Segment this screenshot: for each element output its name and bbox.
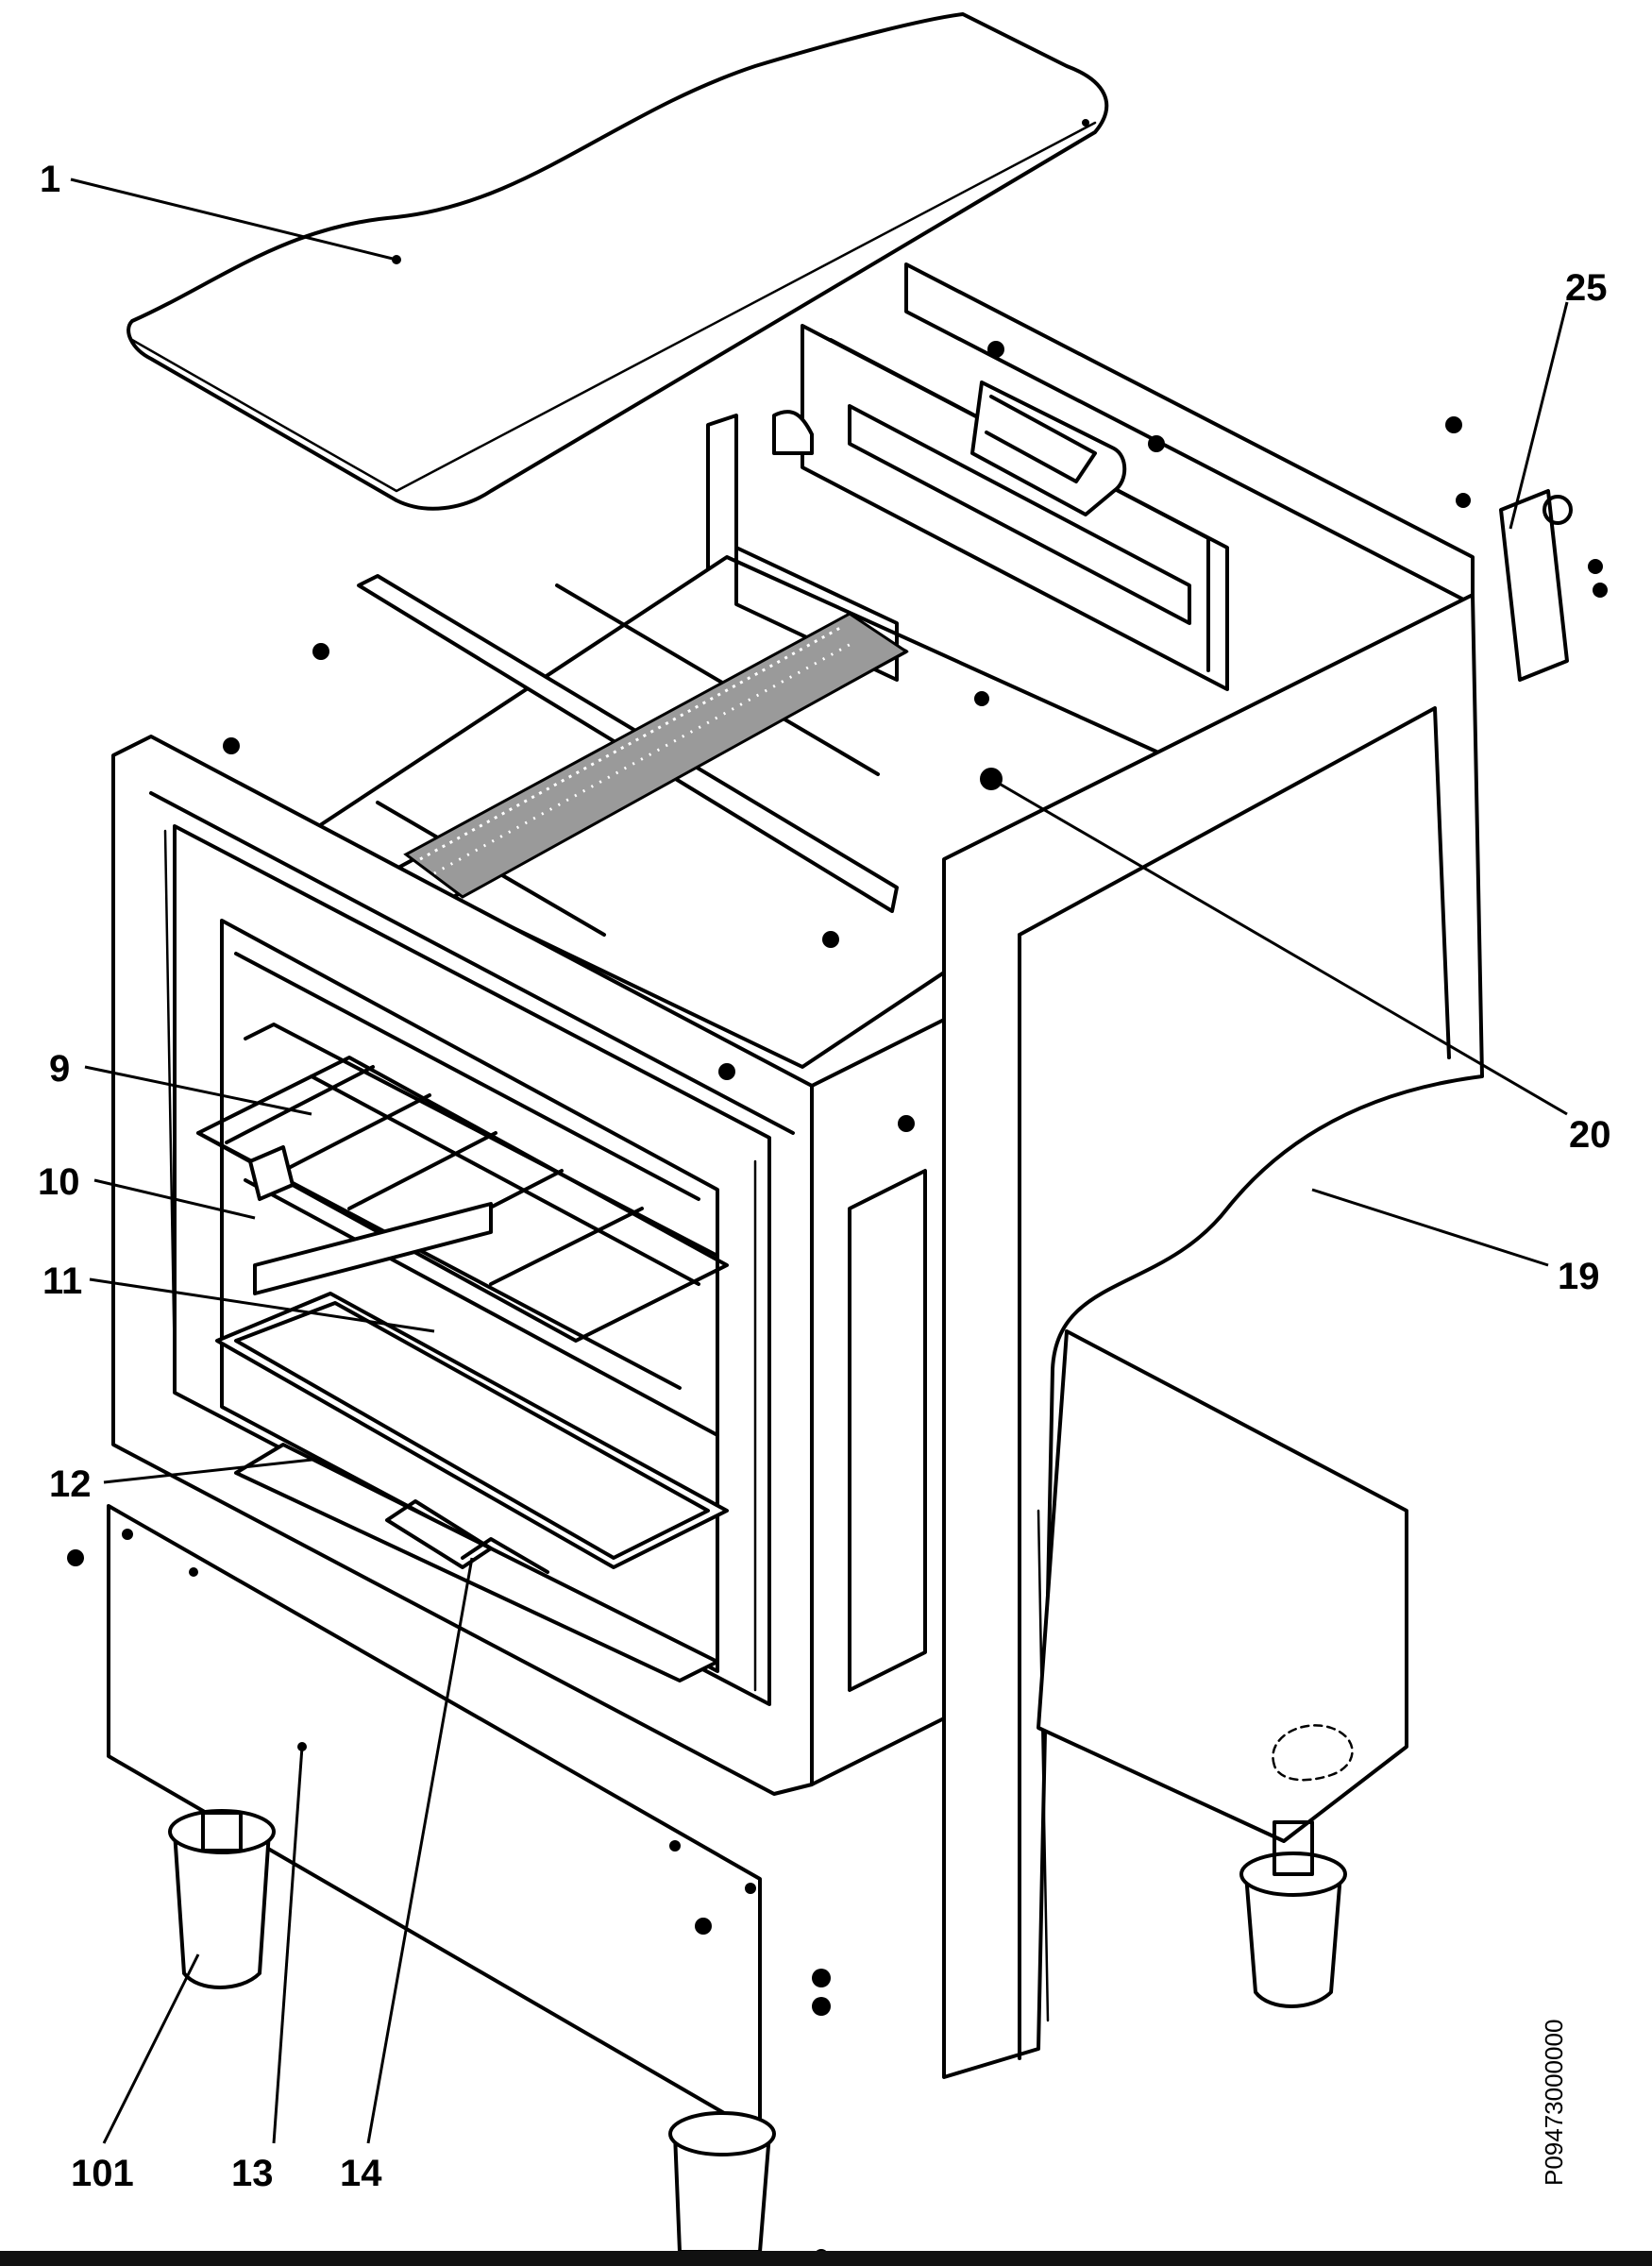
adjustable-feet [168, 1809, 1347, 2254]
part-labels: 1 25 9 10 11 12 20 19 101 13 14 [38, 159, 1611, 2194]
screws [67, 341, 1471, 2264]
rear-frame-posts [706, 410, 814, 578]
part-label-14: 14 [340, 2153, 382, 2194]
oven-right-wall [810, 1018, 946, 1786]
part-label-1: 1 [40, 159, 60, 200]
top-lid [126, 12, 1109, 511]
shelf-support [248, 1145, 493, 1295]
part-label-13: 13 [231, 2153, 274, 2194]
part-label-25: 25 [1565, 267, 1608, 309]
part-label-10: 10 [38, 1161, 80, 1203]
bottom-element [234, 1443, 719, 1683]
part-label-9: 9 [49, 1048, 70, 1090]
bottom-border [0, 2251, 1652, 2266]
part-label-101: 101 [71, 2153, 134, 2194]
rear-panel [801, 262, 1475, 691]
part-label-19: 19 [1558, 1256, 1600, 1297]
part-label-11: 11 [42, 1260, 82, 1302]
hinge-bracket [1499, 489, 1608, 682]
insulation-strip [403, 612, 909, 899]
part-label-20: 20 [1569, 1114, 1611, 1156]
side-panel [942, 593, 1484, 2079]
leader-lines [70, 178, 1569, 2144]
drawing-reference-code: P09473000000 [1540, 2020, 1568, 2186]
part-label-12: 12 [49, 1463, 92, 1505]
rear-lower-body [1037, 1329, 1408, 1843]
